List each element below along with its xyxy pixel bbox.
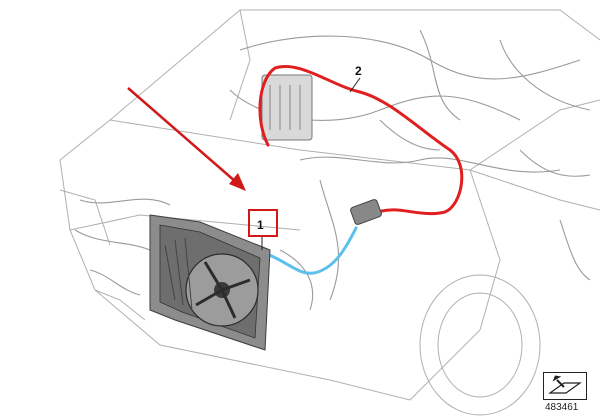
callout-2-leader bbox=[349, 77, 361, 93]
radiator-fan-assembly bbox=[149, 214, 271, 351]
car-body-outline bbox=[59, 9, 600, 416]
red-arrow-icon bbox=[127, 87, 246, 191]
callout-1-highlight-box bbox=[248, 209, 278, 237]
callout-1-label: 1 bbox=[257, 218, 264, 232]
callout-2-label: 2 bbox=[355, 64, 362, 78]
connector-module bbox=[350, 199, 382, 225]
reference-number: 483461 bbox=[545, 402, 579, 413]
view-direction-icon bbox=[543, 372, 587, 400]
red-cable-loop bbox=[258, 65, 464, 216]
control-unit-block bbox=[261, 74, 313, 141]
